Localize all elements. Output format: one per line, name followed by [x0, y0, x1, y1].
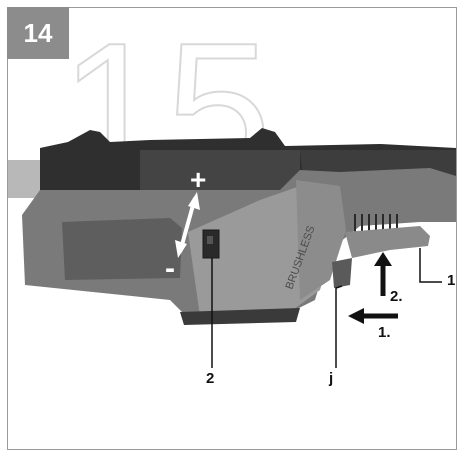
housing-panel: [140, 150, 300, 192]
callout-dial: 2: [206, 370, 215, 387]
leader-lines: [211, 248, 442, 368]
step-1-label: 1.: [378, 324, 391, 341]
minus-sign: -: [165, 252, 175, 285]
display-window: [62, 218, 182, 280]
callout-lock: j: [329, 370, 334, 387]
callout-trigger: 1: [447, 272, 456, 289]
brand-strip: [296, 180, 346, 300]
trigger: [345, 226, 430, 258]
bottom-strip: [180, 308, 300, 325]
step-arrows: [348, 252, 398, 324]
speed-arrow: [175, 192, 200, 258]
step-2-label: 2.: [390, 288, 403, 305]
dial-notch: [207, 236, 213, 244]
plus-sign: +: [190, 164, 207, 195]
lock-lever: [332, 258, 352, 288]
figure-number-badge: 14: [7, 7, 69, 59]
